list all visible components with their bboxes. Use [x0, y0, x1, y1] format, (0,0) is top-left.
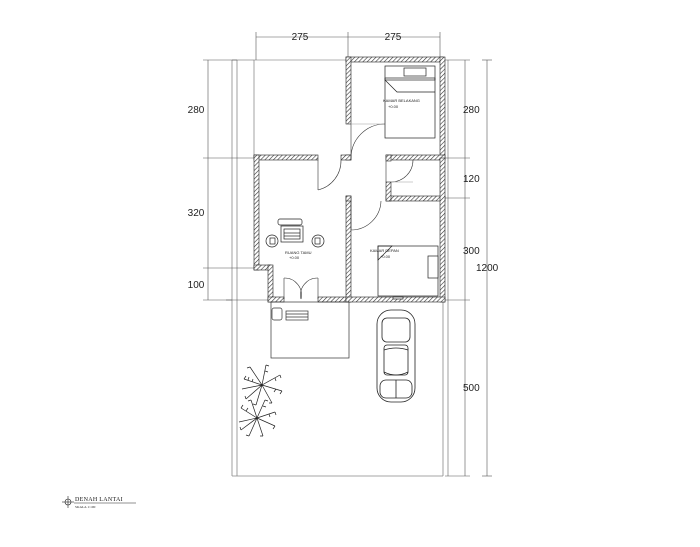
- dim-left-top: 280: [188, 105, 205, 116]
- title-block: [62, 496, 136, 508]
- terrace: [270, 301, 350, 359]
- living-furniture: [265, 218, 325, 248]
- dim-left-mid: 320: [188, 208, 205, 219]
- room-sub-bedroom-back: +0.00: [388, 104, 399, 109]
- doors: [283, 123, 414, 300]
- car: [376, 309, 416, 403]
- dim-right-total: 1200: [476, 263, 499, 274]
- room-label-bedroom-back: KAMAR BELAKANG: [383, 98, 420, 103]
- walls: [253, 56, 446, 303]
- dim-top-left: 275: [292, 32, 309, 43]
- room-sub-bedroom-front: +0.00: [380, 254, 391, 259]
- dim-right-top: 280: [463, 105, 480, 116]
- dim-right-4: 500: [463, 383, 480, 394]
- drawing-scale: SKALA 1:100: [75, 505, 96, 509]
- room-label-living: RUANG TAMU: [285, 250, 312, 255]
- dim-right-3: 300: [463, 246, 480, 257]
- bed-front: [377, 245, 439, 300]
- dimension-lines: [203, 32, 492, 477]
- drawing-title: DENAH LANTAI: [75, 497, 123, 503]
- dim-top-right: 275: [385, 32, 402, 43]
- room-label-bedroom-front: KAMAR DEPAN: [370, 248, 399, 253]
- back-left-area: [253, 59, 348, 158]
- plants: [238, 364, 283, 437]
- dim-left-bottom: 100: [188, 280, 205, 291]
- dim-right-2: 120: [463, 174, 480, 185]
- bed-back: [384, 65, 436, 139]
- room-sub-living: +0.00: [289, 255, 300, 260]
